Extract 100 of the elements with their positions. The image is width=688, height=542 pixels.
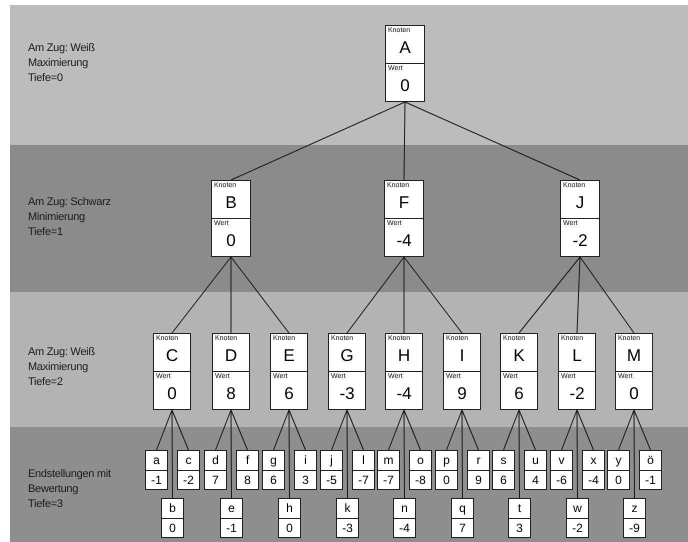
node-value: E — [283, 345, 295, 367]
leaf-box — [566, 498, 589, 538]
leaf-value: 7 — [212, 472, 219, 489]
band-label: Tiefe=0 — [28, 71, 64, 86]
leaf-box — [467, 450, 490, 490]
leaf-value: -6 — [556, 472, 567, 489]
leaf-box — [524, 450, 547, 490]
leaf-letter: k — [344, 500, 350, 517]
tree-edge — [215, 410, 232, 450]
band-label: Endstellungen mit Bewertung — [28, 467, 112, 497]
leaf-letter: l — [362, 452, 365, 469]
leaf-value: -3 — [342, 520, 353, 537]
tree-node-box — [384, 180, 424, 257]
node-value: 0 — [400, 75, 410, 97]
band-label: Am Zug: Weiß — [28, 41, 96, 56]
leaf-letter: z — [632, 500, 638, 517]
node-value: 8 — [226, 383, 236, 405]
tree-edge — [404, 102, 406, 180]
leaf-letter: i — [304, 452, 307, 469]
tree-edge — [503, 410, 520, 450]
node-value: F — [398, 192, 410, 214]
leaf-value: -9 — [629, 520, 640, 537]
tree-edge — [404, 102, 580, 180]
leaf-box — [278, 498, 301, 538]
leaf-box — [161, 498, 184, 538]
leaf-box — [451, 498, 474, 538]
leaf-box — [320, 450, 343, 490]
tree-node-box — [500, 333, 538, 410]
band-label: Tiefe=1 — [28, 225, 64, 240]
level-band — [10, 427, 688, 542]
band-label: Maximierung — [28, 360, 89, 375]
tree-edge — [618, 410, 634, 450]
tree-edge — [518, 256, 580, 334]
node-value: H — [398, 345, 410, 367]
tree-edge — [576, 410, 578, 498]
leaf-box — [508, 498, 531, 538]
tree-edge — [576, 256, 580, 334]
node-value: 6 — [514, 383, 524, 405]
leaf-box — [220, 498, 243, 538]
leaf-value: -7 — [383, 472, 394, 489]
tree-edge — [518, 410, 536, 450]
node-value: 9 — [457, 383, 467, 405]
level-band — [10, 292, 688, 427]
node-value: 0 — [167, 383, 177, 405]
leaf-letter: d — [212, 452, 219, 469]
tree-node-box — [558, 333, 596, 410]
leaf-value: 9 — [475, 472, 482, 489]
leaf-box — [550, 450, 573, 490]
tree-edge — [404, 256, 462, 334]
band-label: Am Zug: Weiß — [28, 345, 96, 360]
leaf-letter: f — [246, 452, 250, 469]
tree-edge — [462, 410, 463, 498]
node-value: B — [225, 192, 237, 214]
tree-edge — [518, 410, 520, 498]
leaf-value: -8 — [415, 472, 426, 489]
leaf-box — [623, 498, 646, 538]
tree-edge — [346, 256, 404, 334]
tree-edge — [288, 410, 290, 498]
leaf-value: 7 — [459, 520, 466, 537]
node-value: -3 — [339, 383, 355, 405]
leaf-letter: g — [270, 452, 277, 469]
leaf-box — [607, 450, 630, 490]
tree-edge — [404, 410, 421, 450]
leaf-box — [352, 450, 375, 490]
leaf-letter: a — [153, 452, 160, 469]
tree-edge — [288, 410, 306, 450]
node-value: G — [340, 345, 354, 367]
leaf-value: 0 — [615, 472, 622, 489]
leaf-letter: v — [558, 452, 564, 469]
leaf-value: -1 — [645, 472, 656, 489]
leaf-letter: o — [417, 452, 424, 469]
node-value: 0 — [226, 230, 236, 252]
tree-node-box — [153, 333, 191, 410]
leaf-value: -2 — [183, 472, 194, 489]
tree-node-box — [615, 333, 653, 410]
leaf-value: -7 — [358, 472, 369, 489]
leaf-box — [639, 450, 662, 490]
leaf-letter: y — [616, 452, 622, 469]
leaf-box — [336, 498, 359, 538]
tree-node-box — [560, 180, 600, 257]
leaf-box — [582, 450, 605, 490]
band-label: Tiefe=3 — [28, 497, 64, 512]
leaf-letter: c — [186, 452, 192, 469]
level-band — [10, 5, 688, 145]
leaf-value: 6 — [500, 472, 507, 489]
leaf-value: 8 — [244, 472, 251, 489]
node-value: L — [572, 345, 582, 367]
tree-edge — [404, 410, 405, 498]
tree-edge — [230, 410, 248, 450]
leaf-value: -5 — [326, 472, 337, 489]
leaf-letter: n — [401, 500, 408, 517]
leaf-letter: e — [228, 500, 235, 517]
leaf-box — [435, 450, 458, 490]
node-value: -2 — [572, 230, 588, 252]
leaf-letter: q — [459, 500, 466, 517]
tree-edge — [561, 410, 578, 450]
band-label: Am Zug: Schwarz — [28, 195, 112, 210]
band-label: Maximierung — [28, 56, 89, 71]
band-label: Minimierung — [28, 210, 86, 225]
leaf-value: 0 — [286, 520, 293, 537]
